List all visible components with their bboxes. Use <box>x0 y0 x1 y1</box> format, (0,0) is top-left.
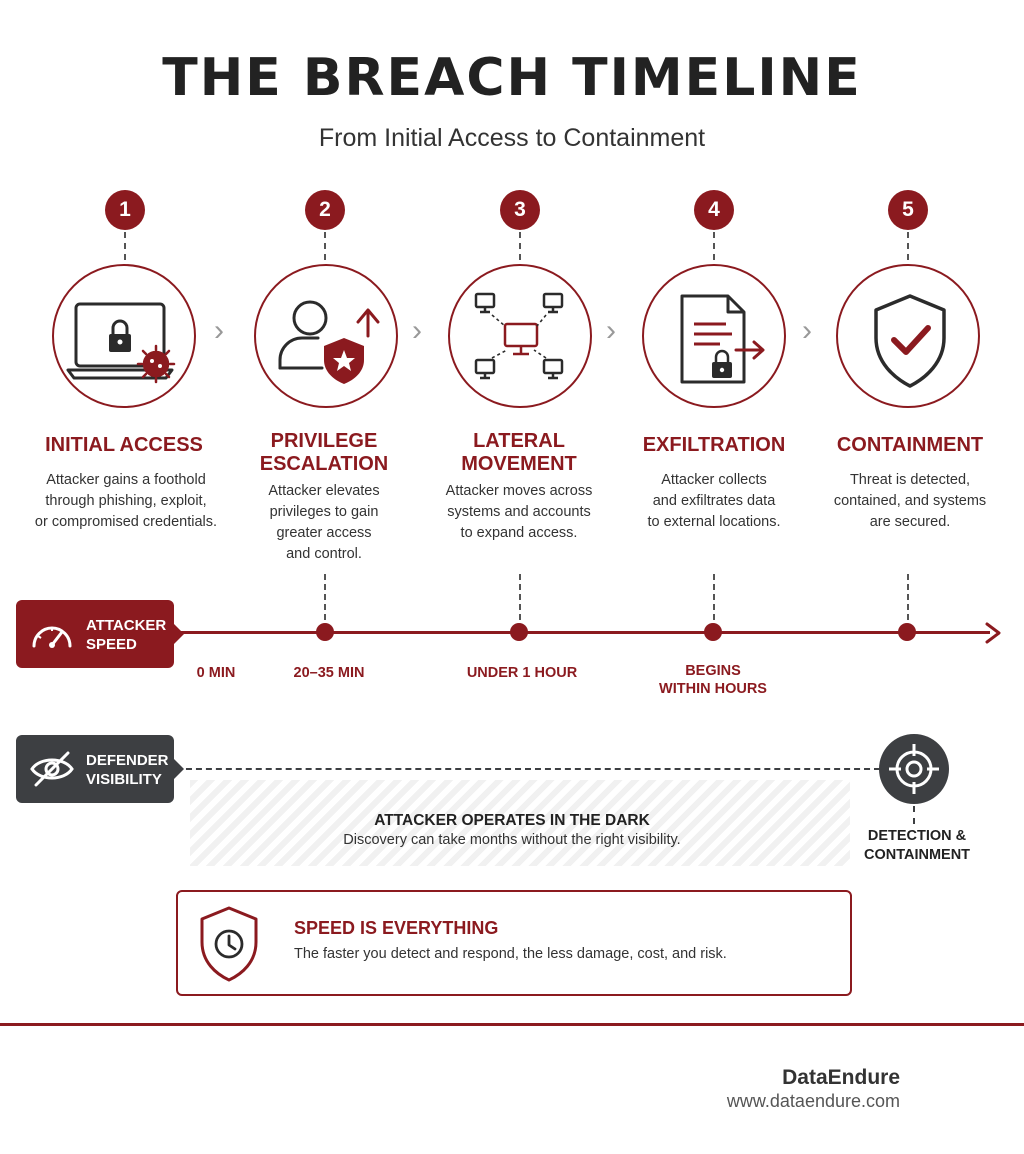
chevron-right-icon: › <box>412 314 422 347</box>
step-number-badge: 2 <box>305 190 345 230</box>
brand-name: DataEndure <box>782 1066 900 1089</box>
time-label: 20–35 MIN <box>293 665 365 681</box>
defender-timeline-line <box>176 768 880 770</box>
connector-dash <box>713 232 715 260</box>
callout-title: SPEED IS EVERYTHING <box>294 918 499 938</box>
step-number-badge: 4 <box>694 190 734 230</box>
step-title: CONTAINMENT <box>836 434 984 456</box>
crosshair-target-icon <box>889 744 939 794</box>
arrow-right-icon <box>985 622 1001 644</box>
dark-zone-title: ATTACKER OPERATES IN THE DARK <box>374 812 650 829</box>
connector-dash <box>907 232 909 260</box>
detection-label: DETECTION &CONTAINMENT <box>863 828 971 863</box>
step-icon-circle <box>642 264 786 408</box>
timeline-dot <box>316 623 334 641</box>
timeline-dot <box>510 623 528 641</box>
step-icon-circle <box>52 264 196 408</box>
network-computers-icon <box>474 292 564 380</box>
dark-zone-description: Discovery can take months without the ri… <box>343 832 681 848</box>
step-icon-circle <box>836 264 980 408</box>
chevron-right-icon: › <box>606 314 616 347</box>
eye-slash-icon <box>30 751 74 787</box>
laptop-lock-virus-icon <box>66 302 176 384</box>
step-number-badge: 3 <box>500 190 540 230</box>
dark-zone-hatch <box>190 780 850 866</box>
callout-text: The faster you detect and respond, the l… <box>294 946 727 962</box>
connector-dash <box>324 232 326 260</box>
connector-dash <box>907 574 909 620</box>
document-lock-exfil-icon <box>680 294 765 384</box>
shield-check-icon <box>874 294 946 388</box>
attacker-timeline-line <box>172 631 990 634</box>
speedometer-icon <box>32 626 72 648</box>
timeline-dot <box>898 623 916 641</box>
step-number-badge: 1 <box>105 190 145 230</box>
step-description: Threat is detected,contained, and system… <box>833 472 987 530</box>
step-title: INITIAL ACCESS <box>45 434 203 456</box>
connector-dash <box>913 806 915 824</box>
connector-dash <box>713 574 715 620</box>
connector-dash <box>519 232 521 260</box>
chevron-right-icon: › <box>802 314 812 347</box>
timeline-dot <box>704 623 722 641</box>
time-label: 0 MIN <box>196 665 236 681</box>
time-label: UNDER 1 HOUR <box>466 665 578 681</box>
connector-dash <box>519 574 521 620</box>
brand-url[interactable]: www.dataendure.com <box>726 1091 900 1111</box>
speed-callout: SPEED IS EVERYTHING The faster you detec… <box>176 890 852 996</box>
step-icon-circle <box>254 264 398 408</box>
detection-badge <box>879 734 949 804</box>
page-title: THE BREACH TIMELINE <box>162 48 862 108</box>
chevron-right-icon: › <box>214 314 224 347</box>
connector-dash <box>324 574 326 620</box>
user-shield-escalate-icon <box>278 300 380 384</box>
step-title: EXFILTRATION <box>642 434 786 456</box>
shield-clock-icon <box>200 906 258 982</box>
connector-dash <box>124 232 126 260</box>
footer-divider <box>0 1023 1024 1026</box>
page-subtitle: From Initial Access to Containment <box>318 124 706 152</box>
step-icon-circle <box>448 264 592 408</box>
step-number-badge: 5 <box>888 190 928 230</box>
